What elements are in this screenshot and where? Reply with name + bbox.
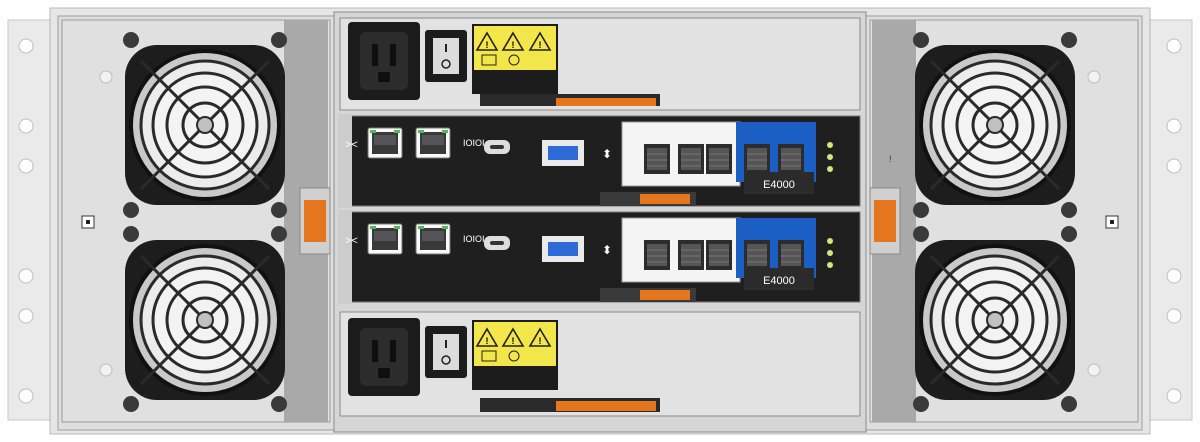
sfp-port-icon[interactable]: [677, 143, 705, 175]
svg-text:><: ><: [345, 139, 358, 151]
fan-icon: [913, 43, 1077, 207]
sfp-port-icon[interactable]: [705, 239, 733, 271]
controller-model-label: E4000: [763, 275, 795, 287]
controller-model-label: E4000: [763, 179, 795, 191]
controller-latch-icon[interactable]: [640, 194, 690, 204]
fan-icon: [913, 238, 1077, 402]
sfp-port-icon[interactable]: [777, 143, 805, 175]
controller-latch-icon[interactable]: [640, 290, 690, 300]
svg-text:><: ><: [345, 235, 358, 247]
controller-b: >< IOIOI ⬍ E4000: [338, 210, 861, 304]
fan-icon: [123, 43, 287, 207]
controller-a: >< IOIOI ⬍ E4000: [338, 114, 861, 208]
sfp-port-icon[interactable]: [743, 239, 771, 271]
ethernet-port-icon[interactable]: [415, 223, 451, 255]
left-latch-icon[interactable]: [304, 200, 326, 242]
usb-label: ⬍: [602, 243, 612, 257]
power-supply-bottom: [339, 311, 861, 417]
sfp-port-icon[interactable]: [777, 239, 805, 271]
psu-handle-latch[interactable]: [556, 401, 656, 411]
serial-port-label: IOIOI: [463, 234, 485, 244]
left-fan-canister: [61, 19, 331, 423]
sfp-port-icon[interactable]: [643, 239, 671, 271]
ethernet-port-icon[interactable]: [367, 223, 403, 255]
ethernet-port-icon[interactable]: [415, 127, 451, 159]
right-fan-canister: !: [869, 19, 1139, 423]
sfp-port-icon[interactable]: [643, 143, 671, 175]
right-latch-icon[interactable]: [874, 200, 896, 242]
ethernet-port-icon[interactable]: [367, 127, 403, 159]
sfp-port-icon[interactable]: [677, 239, 705, 271]
serial-port-label: IOIOI: [463, 138, 485, 148]
psu-handle-latch[interactable]: [556, 98, 656, 106]
usb-label: ⬍: [602, 147, 612, 161]
sfp-port-icon[interactable]: [705, 143, 733, 175]
svg-text:!: !: [889, 154, 892, 164]
fan-icon: [123, 238, 287, 402]
power-supply-top: [339, 17, 861, 111]
sfp-port-icon[interactable]: [743, 143, 771, 175]
